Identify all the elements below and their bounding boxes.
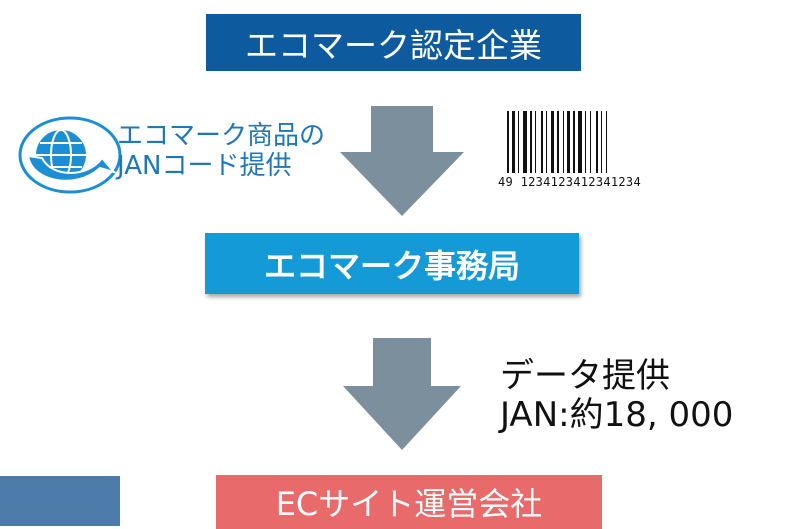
ec-site-operator-box: ECサイト運営会社 — [216, 475, 602, 529]
ecomark-office-box: エコマーク事務局 — [205, 233, 579, 294]
jan-code-provision-label: エコマーク商品の JANコード提供 — [117, 121, 325, 181]
provide-label-line1: エコマーク商品の — [117, 121, 326, 151]
down-arrow-icon — [343, 338, 461, 450]
partial-box — [0, 476, 120, 526]
data-label-line2: JAN:約18, 000 — [500, 395, 734, 435]
provide-label-line2: JANコード提供 — [117, 151, 292, 181]
down-arrow-icon — [340, 106, 464, 216]
data-provision-label: データ提供 JAN:約18, 000 — [500, 357, 733, 435]
barcode: 49 1234123412341234 — [497, 107, 673, 193]
data-label-line1: データ提供 — [500, 356, 670, 396]
ecomark-logo-icon — [18, 116, 122, 194]
barcode-icon — [507, 111, 607, 173]
barcode-number: 49 1234123412341234 — [498, 175, 641, 189]
ecomark-certified-company-box: エコマーク認定企業 — [206, 14, 581, 71]
